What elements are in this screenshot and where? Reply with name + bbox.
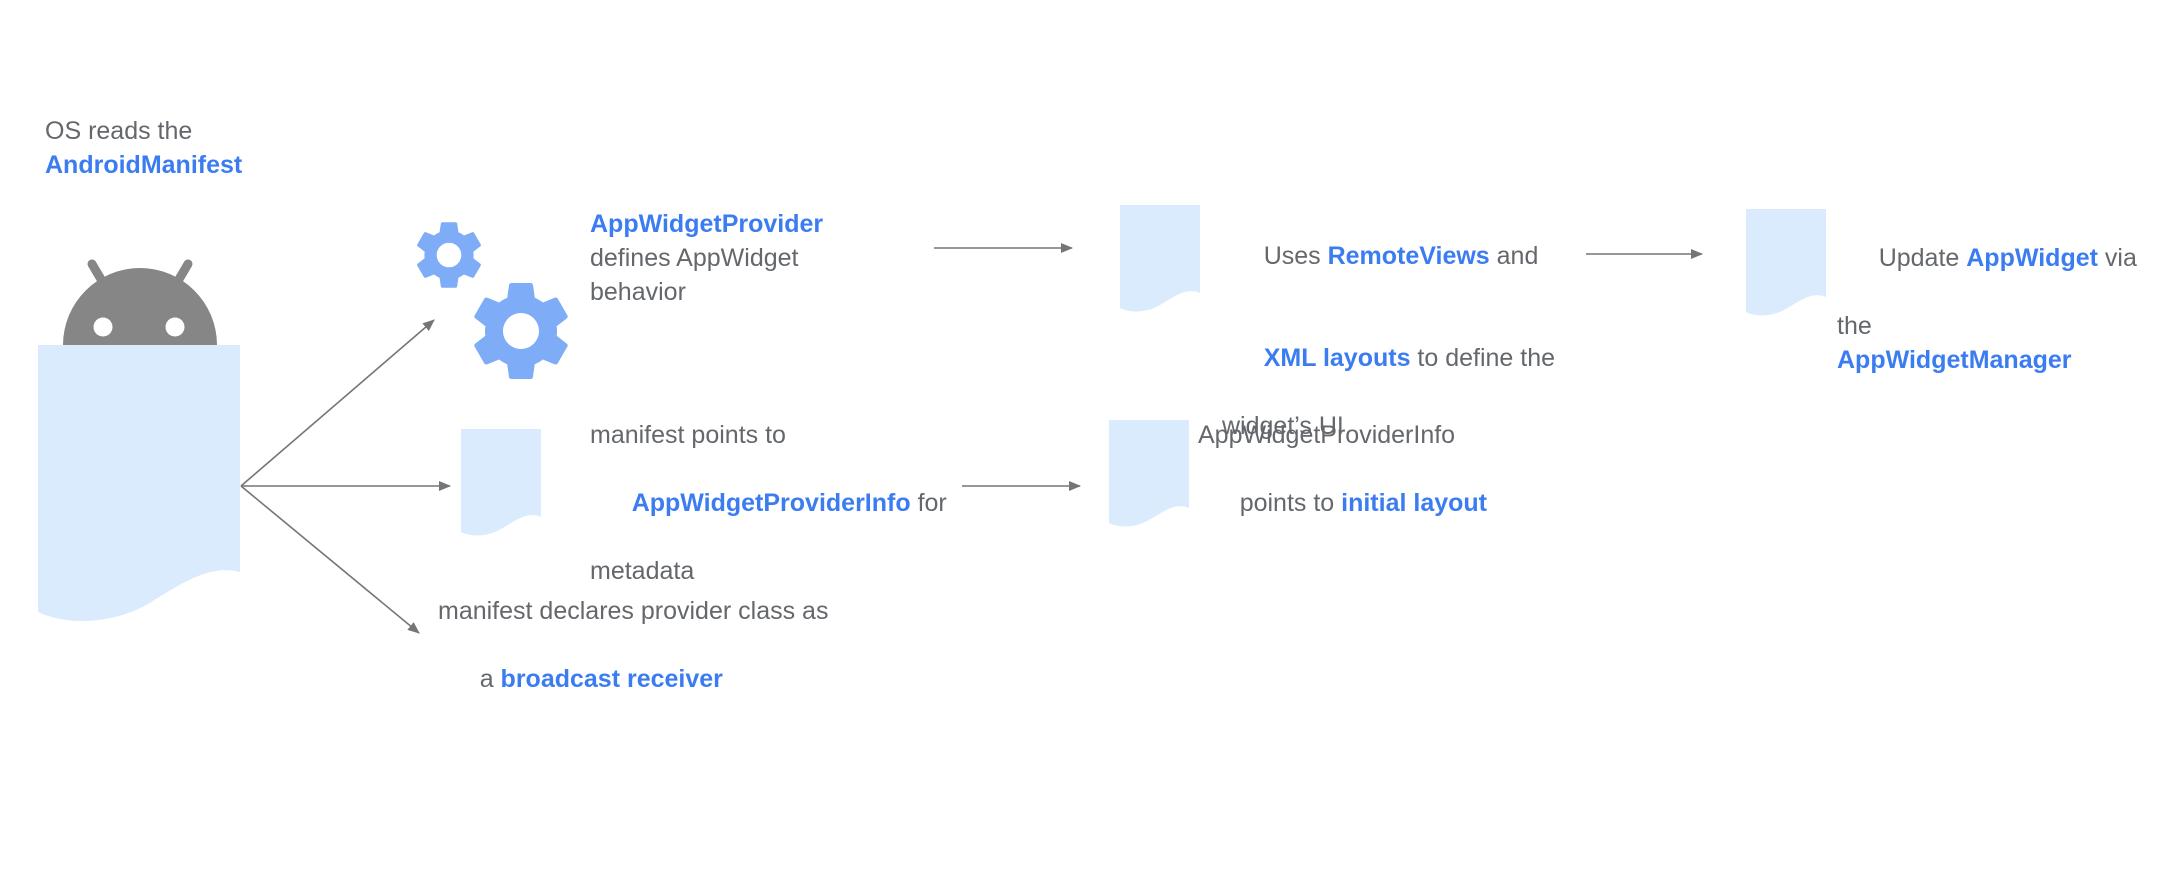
document-icon: [1120, 205, 1200, 312]
text-segment: AppWidgetProviderInfo: [1198, 421, 1456, 449]
update-appwidget-label: Update AppWidget via the AppWidgetManage…: [1837, 207, 2137, 377]
text-segment: metadata: [590, 557, 695, 585]
document-icon: [1109, 420, 1189, 527]
text-segment: behavior: [590, 278, 686, 306]
android-robot-icon: [63, 259, 217, 345]
gear-large-icon: [474, 283, 568, 379]
term-remoteviews: RemoteViews: [1327, 242, 1490, 270]
text-segment: widget’s UI: [1222, 412, 1344, 440]
term-broadcast-receiver: broadcast receiver: [500, 665, 723, 693]
text-segment: the: [1837, 312, 1872, 340]
term-appwidgetmanager: AppWidgetManager: [1837, 346, 2072, 374]
text-segment: to define the: [1410, 344, 1556, 372]
android-manifest-graphic: [38, 259, 240, 622]
broadcast-receiver-label: manifest declares provider class as a br…: [438, 594, 828, 730]
term-androidmanifest: AndroidManifest: [45, 151, 243, 179]
term-appwidget: AppWidget: [1966, 244, 2098, 272]
text-segment: manifest points to: [590, 421, 786, 449]
term-appwidgetprovider: AppWidgetProvider: [590, 210, 824, 238]
text-segment: points to: [1239, 489, 1342, 517]
text-segment: via: [2097, 244, 2137, 272]
providerinfo-initial-label: AppWidgetProviderInfo points to initial …: [1198, 418, 1487, 554]
provider-behavior-label: AppWidgetProvider defines AppWidget beha…: [590, 207, 823, 309]
term-initial-layout: initial layout: [1341, 489, 1487, 517]
term-xml-layouts: XML layouts: [1263, 344, 1411, 372]
remoteviews-label: Uses RemoteViews and XML layouts to defi…: [1222, 205, 1555, 443]
gear-small-icon: [417, 222, 481, 288]
term-appwidgetproviderinfo: AppWidgetProviderInfo: [631, 489, 911, 517]
text-segment: OS reads the: [45, 117, 193, 145]
manifest-document-icon: [38, 345, 240, 622]
arrow-manifest-to-broadcast: [240, 485, 420, 634]
manifest-points-label: manifest points to AppWidgetProviderInfo…: [590, 418, 947, 588]
arrow-manifest-to-gears: [240, 319, 435, 487]
text-segment: and: [1489, 242, 1539, 270]
os-reads-label: OS reads the AndroidManifest: [45, 114, 242, 182]
text-segment: for: [910, 489, 947, 517]
text-segment: manifest declares provider class as: [438, 597, 829, 625]
text-segment: Update: [1878, 244, 1967, 272]
text-segment: a: [479, 665, 501, 693]
document-icon: [461, 429, 541, 536]
text-segment: defines AppWidget: [590, 244, 799, 272]
text-segment: Uses: [1263, 242, 1328, 270]
document-icon: [1746, 209, 1826, 316]
